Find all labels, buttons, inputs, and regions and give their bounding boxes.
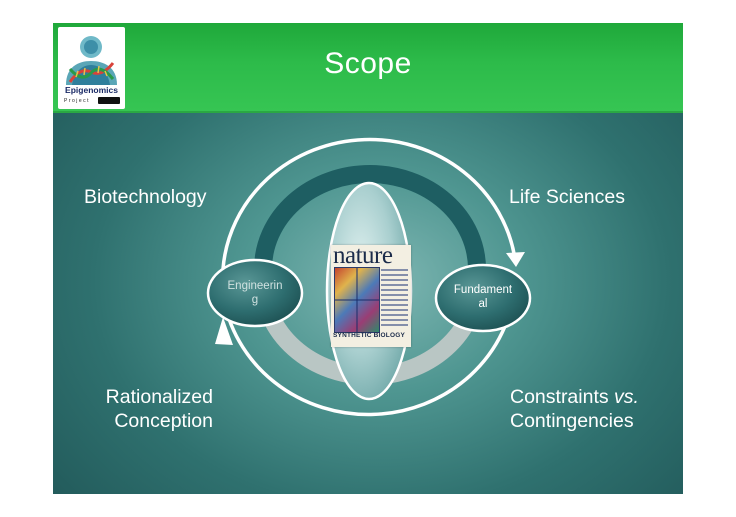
upper-arc-band [254, 165, 486, 270]
engineering-label-line2: g [251, 294, 259, 306]
label-constraints-contingencies: Constraints vs. Contingencies [510, 385, 639, 433]
engineering-label-line1: Engineerin [227, 280, 283, 292]
fundamental-node-label: Fundament al [436, 283, 530, 311]
constraints-word: Constraints [510, 386, 615, 408]
lower-arrow [221, 284, 517, 417]
versus-word: vs. [614, 386, 639, 408]
label-rationalized-conception: Rationalized Conception [83, 385, 213, 433]
cover-artwork [334, 267, 380, 333]
logo-name: Epigenomics [65, 85, 118, 95]
label-biotechnology: Biotechnology [84, 186, 207, 208]
upper-arrow [221, 137, 517, 270]
journal-brand: nature [333, 242, 393, 269]
fundamental-node [434, 263, 532, 333]
lower-arrow-head [215, 317, 233, 345]
engineering-node [206, 258, 304, 328]
contingencies-line: Contingencies [510, 410, 634, 432]
conception-line: Conception [114, 410, 213, 432]
epigenomics-logo: Epigenomics Project [58, 27, 125, 109]
rationalized-line: Rationalized [105, 386, 213, 408]
title-bar: Epigenomics Project Scope [53, 23, 683, 113]
engineering-node-label: Engineerin g [208, 279, 302, 307]
fundamental-label-line1: Fundament [453, 284, 513, 296]
logo-arrow-badge [98, 97, 120, 109]
arrow-right-icon [101, 104, 118, 109]
slide-title: Scope [324, 47, 412, 80]
nature-journal-cover: nature SYNTHETIC BIOLOGY [331, 242, 411, 347]
fundamental-label-line2: al [478, 298, 488, 310]
cover-strapline: SYNTHETIC BIOLOGY [333, 332, 406, 339]
constraints-line: Constraints vs. [510, 385, 639, 409]
upper-arrow-head [506, 252, 525, 267]
cover-headlines [381, 269, 408, 329]
slide: Epigenomics Project Scope [53, 23, 683, 494]
logo-subtitle: Project [64, 98, 91, 104]
human-dna-figure-icon [66, 36, 117, 85]
label-life-sciences: Life Sciences [509, 186, 625, 208]
